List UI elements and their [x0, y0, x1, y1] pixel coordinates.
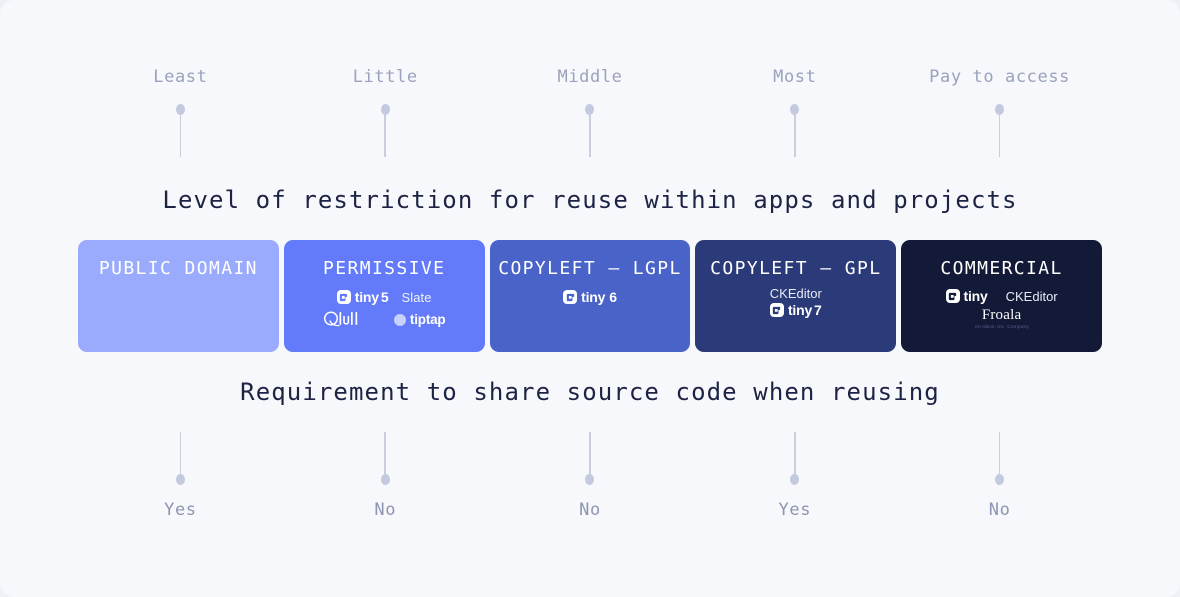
license-card-public-domain[interactable]: PUBLIC DOMAIN	[78, 240, 279, 352]
bottom-scale-label: No	[579, 500, 601, 520]
marker-dot-icon	[585, 474, 595, 485]
marker-dot-icon	[790, 474, 800, 485]
card-logo-row: tiny CKEditor	[945, 288, 1058, 304]
heading-source-code-requirement: Requirement to share source code when re…	[240, 378, 940, 406]
top-scale-label: Least	[153, 67, 208, 87]
top-scale-item: Least	[78, 66, 283, 157]
bottom-scale-item: No	[488, 432, 693, 521]
bottom-scale-item: Yes	[78, 432, 283, 521]
bottom-scale-label: No	[374, 500, 397, 520]
marker-line	[384, 115, 386, 157]
marker-dot-icon	[175, 474, 185, 485]
logo-ckeditor: CKEditor	[769, 286, 822, 301]
marker-dot-icon	[790, 104, 800, 115]
bottom-scale-item: No	[897, 432, 1102, 521]
marker-dot-icon	[175, 104, 185, 115]
top-scale-label: Little	[352, 67, 418, 87]
marker-line	[794, 115, 796, 157]
logo-tiptap-word: tiptap	[409, 312, 446, 327]
card-title: COMMERCIAL	[940, 258, 1063, 279]
logo-slate: Slate	[401, 289, 432, 305]
marker-dot-icon	[380, 474, 390, 485]
marker-line	[179, 115, 182, 157]
marker-line	[998, 115, 1001, 157]
bottom-scale-label: Yes	[778, 500, 812, 520]
tiny-logo-icon	[945, 289, 960, 303]
top-scale: Least Little Middle Most Pay to access	[78, 66, 1102, 157]
top-scale-label: Most	[773, 67, 817, 87]
top-scale-label: Middle	[557, 67, 623, 87]
card-logo-stack: tiny CKEditor Froala An Idera, Inc. Comp…	[945, 288, 1058, 330]
marker-line	[179, 432, 182, 474]
tiny-logo-icon	[769, 303, 784, 317]
logo-quill	[323, 310, 381, 329]
logo-froala: Froala An Idera, Inc. Company	[974, 307, 1029, 330]
bottom-scale-label: No	[988, 500, 1011, 520]
top-scale-item: Pay to access	[897, 66, 1102, 157]
marker-dot-icon	[995, 104, 1005, 115]
card-title: COPYLEFT — GPL	[710, 258, 882, 279]
logo-froala-word: Froala	[981, 307, 1022, 323]
marker-dot-icon	[995, 474, 1005, 485]
marker-line	[794, 432, 796, 474]
top-scale-item: Little	[283, 66, 488, 157]
logo-tiny: tiny	[945, 288, 990, 304]
logo-tiny-word: tiny	[963, 288, 988, 304]
heading-restriction-level: Level of restriction for reuse within ap…	[162, 186, 1018, 214]
logo-tiptap: tiptap	[393, 312, 446, 327]
bottom-scale: Yes No No Yes No	[78, 432, 1102, 521]
marker-dot-icon	[585, 104, 595, 115]
top-scale-item: Most	[692, 66, 897, 157]
card-title: PUBLIC DOMAIN	[98, 258, 258, 279]
logo-ckeditor: CKEditor	[1005, 288, 1058, 304]
tiny-logo-icon	[336, 290, 351, 304]
marker-dot-icon	[380, 104, 390, 115]
card-logo-row: tiptap	[323, 310, 446, 329]
logo-froala-tagline: An Idera, Inc. Company	[974, 323, 1029, 330]
top-scale-item: Middle	[488, 66, 693, 157]
marker-line	[998, 432, 1001, 474]
marker-line	[589, 115, 591, 157]
card-title: PERMISSIVE	[323, 258, 446, 279]
bottom-scale-item: Yes	[692, 432, 897, 521]
marker-line	[384, 432, 386, 474]
bottom-scale-item: No	[283, 432, 488, 521]
license-card-commercial[interactable]: COMMERCIAL tiny CKEditor	[901, 240, 1102, 352]
card-title: COPYLEFT — LGPL	[498, 258, 682, 279]
bottom-scale-label: Yes	[164, 500, 197, 520]
top-scale-label: Pay to access	[929, 67, 1071, 87]
tiptap-logo-icon	[393, 313, 406, 326]
tiny-logo-icon	[563, 290, 578, 304]
card-logo-row: Froala An Idera, Inc. Company	[974, 307, 1029, 330]
marker-line	[589, 432, 591, 474]
